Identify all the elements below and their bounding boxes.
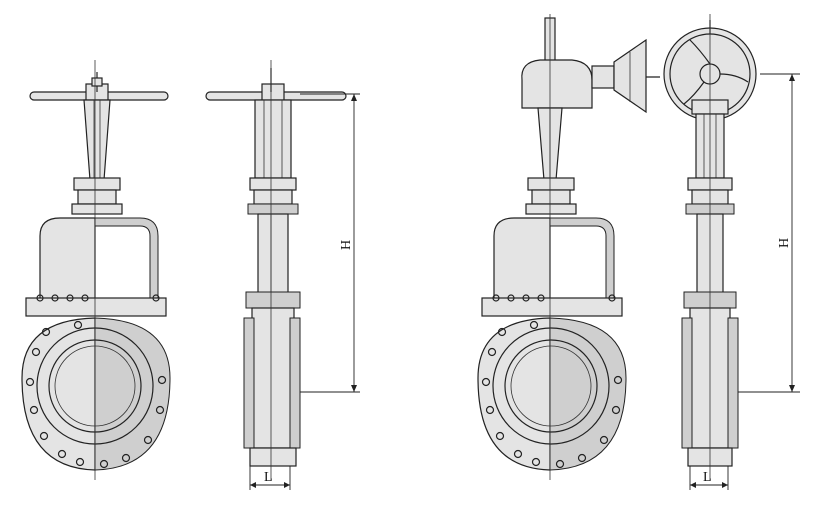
dimension-h-label-2: H bbox=[777, 238, 792, 248]
valve-front-view-handwheel bbox=[21, 60, 171, 480]
dimension-h-label-1: H bbox=[339, 240, 354, 250]
valve-side-view-gearbox: L H bbox=[663, 14, 800, 490]
valve-side-view-handwheel: L H bbox=[205, 60, 360, 490]
valve-front-view-gearbox bbox=[477, 14, 660, 480]
dimension-l-label-2: L bbox=[703, 470, 712, 485]
dimension-l-label-1: L bbox=[264, 470, 273, 485]
